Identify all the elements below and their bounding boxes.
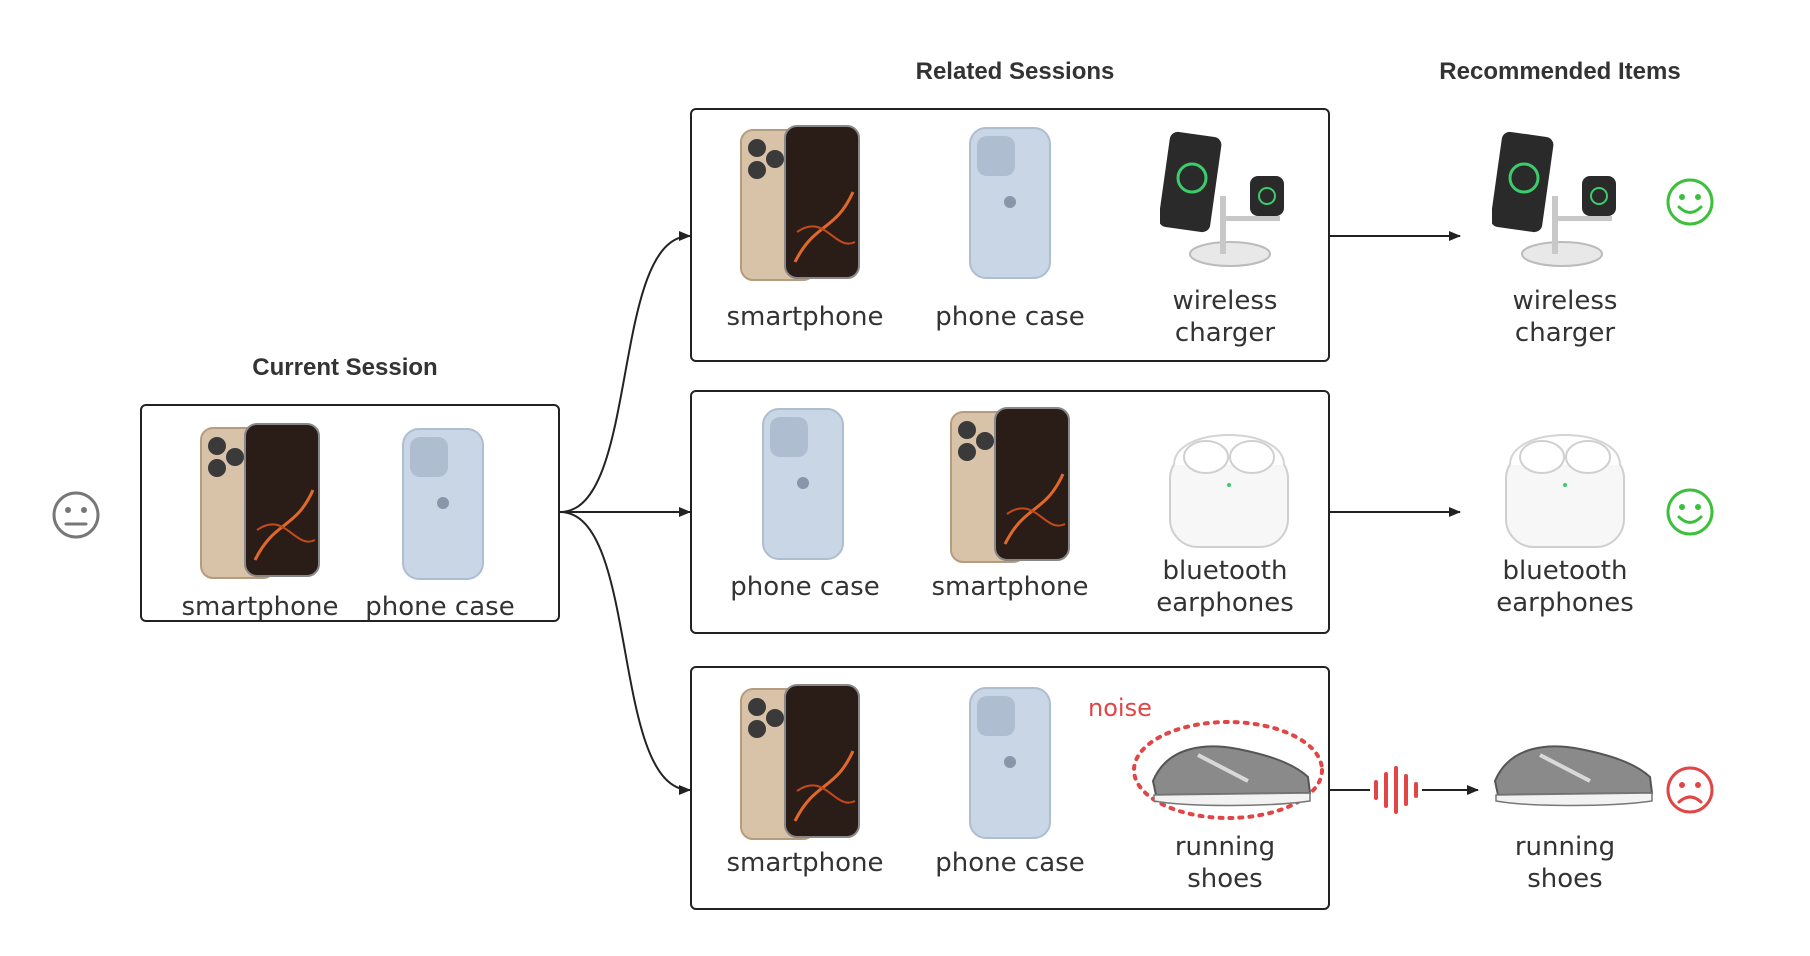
happy-face-icon (1666, 488, 1714, 536)
recommended-item-label: earphones (1496, 588, 1634, 618)
related-item-label: earphones (1156, 588, 1294, 618)
noise-label: noise (1088, 694, 1152, 722)
phone-case-icon (402, 428, 484, 580)
related-item-label: charger (1174, 318, 1276, 348)
related-item-label: phone case (935, 302, 1085, 332)
earphones-case-icon (1169, 434, 1289, 548)
earphones-case-icon (1505, 434, 1625, 548)
current-item-label: smartphone (181, 592, 339, 622)
smartphone-icon (200, 423, 320, 579)
running-shoe-icon (1493, 745, 1654, 807)
sad-face-icon (1666, 766, 1714, 814)
phone-case-icon (969, 127, 1051, 279)
smartphone-icon (740, 125, 860, 281)
phone-case-icon (969, 687, 1051, 839)
related-item-label: wireless (1172, 286, 1278, 316)
recommended-item-label: charger (1514, 318, 1616, 348)
related-sessions-heading: Related Sessions (915, 58, 1115, 85)
recommended-items-heading: Recommended Items (1439, 58, 1681, 85)
related-item-label: smartphone (726, 848, 884, 878)
neutral-face-icon (52, 491, 100, 539)
related-item-label: smartphone (931, 572, 1089, 602)
smartphone-icon (740, 684, 860, 840)
running-shoe-icon (1132, 720, 1324, 820)
related-item-label: phone case (935, 848, 1085, 878)
recommended-item-label: bluetooth (1502, 556, 1628, 586)
happy-face-icon (1666, 178, 1714, 226)
related-item-label: phone case (730, 572, 880, 602)
current-session-heading: Current Session (252, 354, 438, 381)
related-item-label: shoes (1187, 864, 1263, 894)
recommended-item-label: running (1514, 832, 1616, 862)
related-item-label: running (1174, 832, 1276, 862)
recommended-item-label: shoes (1527, 864, 1603, 894)
related-item-label: smartphone (726, 302, 884, 332)
wireless-charger-icon (1160, 131, 1284, 267)
wireless-charger-icon (1492, 131, 1616, 267)
current-item-label: phone case (365, 592, 515, 622)
smartphone-icon (950, 407, 1070, 563)
noise-signal-icon (1374, 766, 1418, 814)
recommended-item-label: wireless (1512, 286, 1618, 316)
related-item-label: bluetooth (1162, 556, 1288, 586)
phone-case-icon (762, 408, 844, 560)
